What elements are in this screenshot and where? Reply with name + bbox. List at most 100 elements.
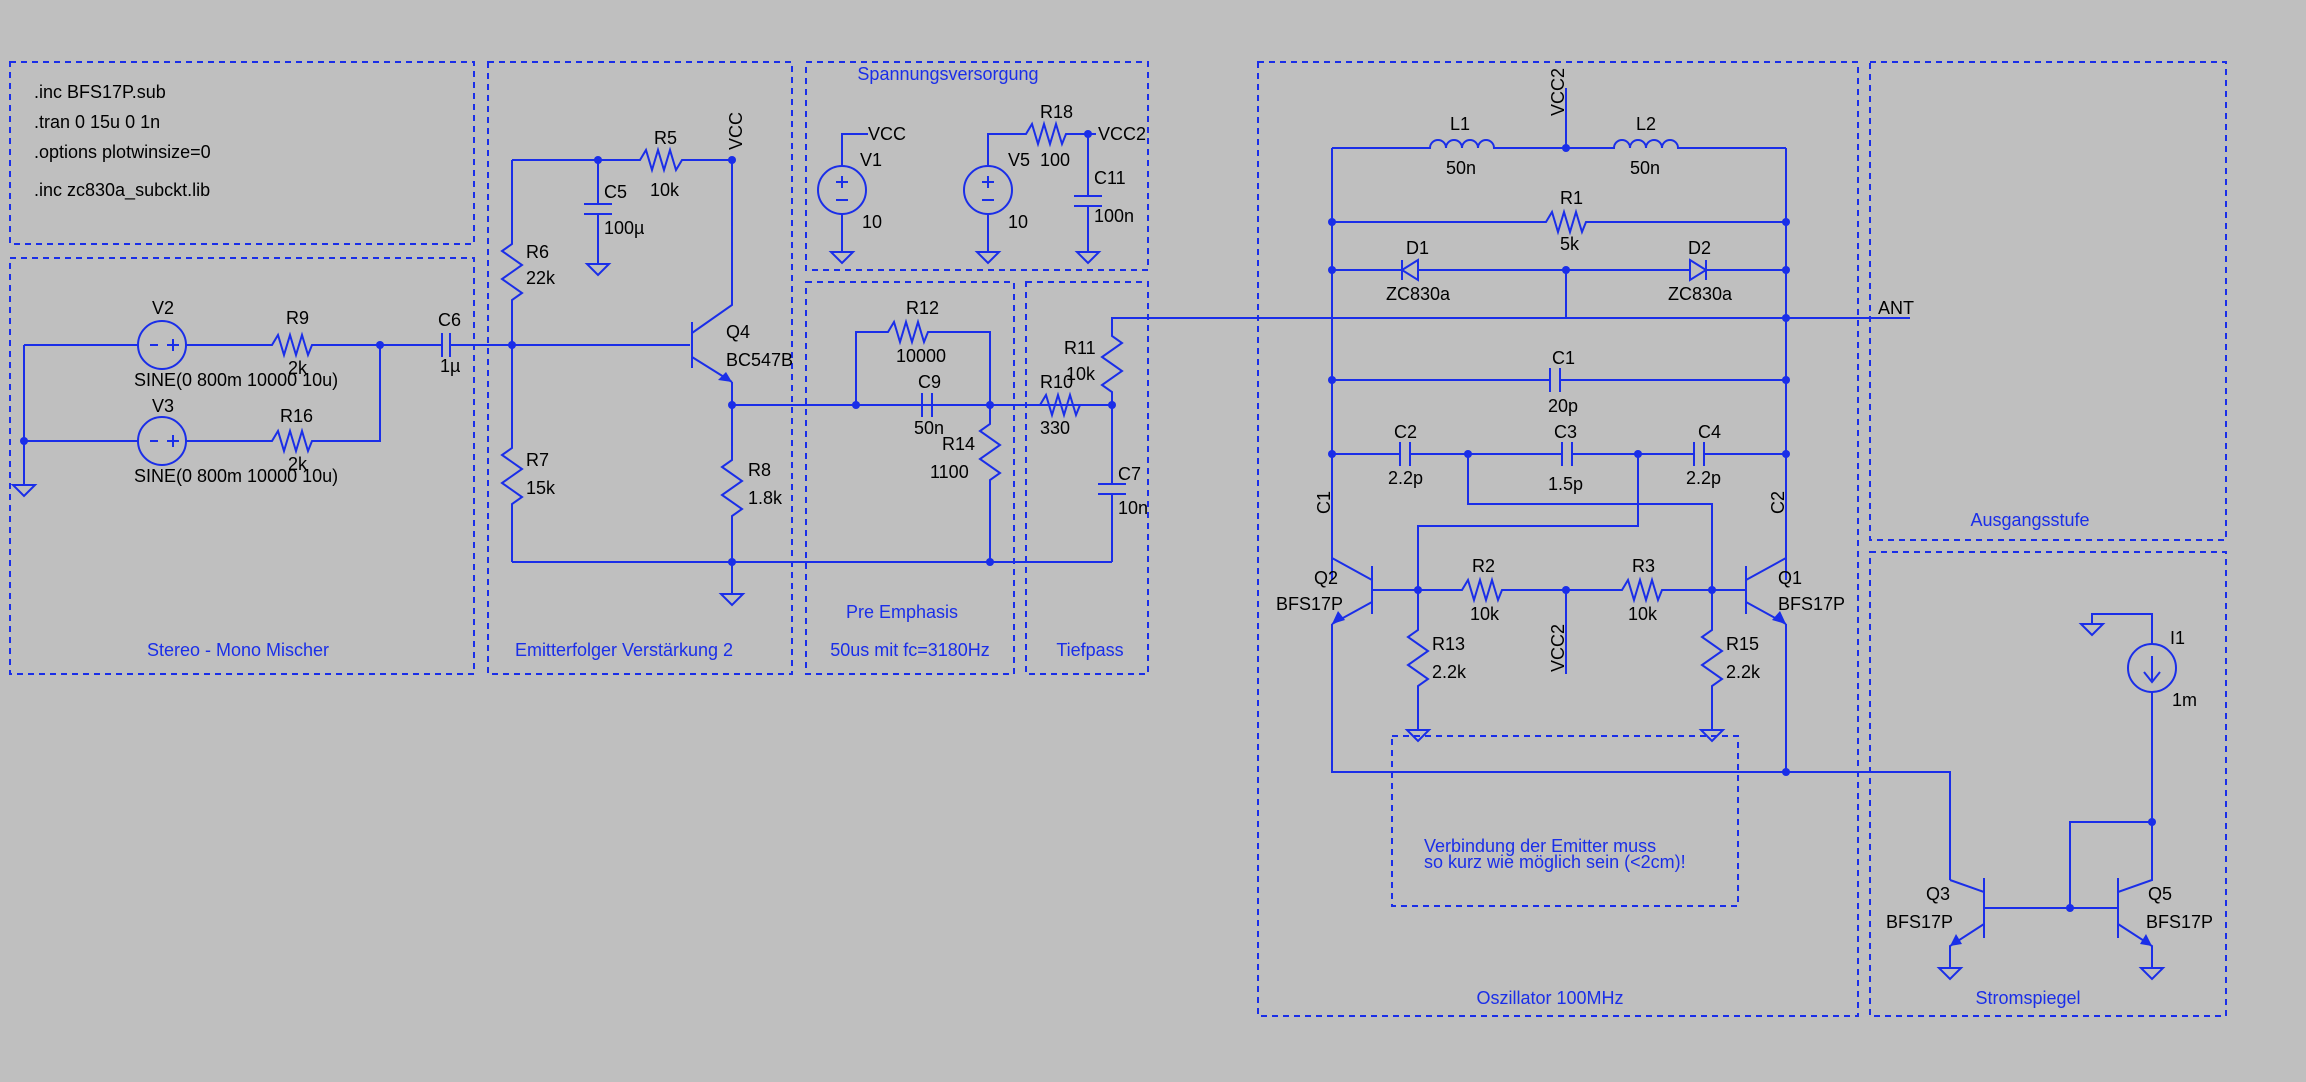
note-text: so kurz wie möglich sein (<2cm)! <box>1424 852 1686 872</box>
oscillator-tank-wires <box>1331 88 1787 590</box>
oscillator-box <box>1257 61 1859 1017</box>
lowpass-wires <box>1098 317 1786 562</box>
R18-name: R18 <box>1040 102 1073 122</box>
section-title-output: Ausgangsstufe <box>1970 510 2089 530</box>
section-title-follower: Emitterfolger Verstärkung 2 <box>515 640 733 660</box>
Q5-value: BFS17P <box>2146 912 2213 932</box>
supply-wires <box>841 120 1102 244</box>
ground-symbol <box>1406 721 1430 742</box>
D2-value: ZC830a <box>1668 284 1733 304</box>
net-label-ant: ANT <box>1878 298 1914 318</box>
V1-name: V1 <box>860 150 882 170</box>
Q1-value: BFS17P <box>1778 594 1845 614</box>
ground-symbol <box>1076 243 1100 264</box>
R8-value: 1.8k <box>748 488 783 508</box>
section-title-supply: Spannungsversorgung <box>857 64 1038 84</box>
V2-value: SINE(0 800m 10000 10u) <box>134 370 338 390</box>
mixer-box <box>9 257 475 675</box>
C6-value: 1µ <box>440 356 460 376</box>
supply-box <box>805 61 1149 271</box>
Q3-name: Q3 <box>1926 884 1950 904</box>
net-label-c2: C2 <box>1768 491 1788 514</box>
ground-symbol <box>586 255 610 276</box>
output-box <box>1869 61 2227 541</box>
Q1-name: Q1 <box>1778 568 1802 588</box>
C7-value: 10n <box>1118 498 1148 518</box>
D1-name: D1 <box>1406 238 1429 258</box>
C3-name: C3 <box>1554 422 1577 442</box>
D1-value: ZC830a <box>1386 284 1451 304</box>
R11-value: 10k <box>1066 364 1096 384</box>
C9-name: C9 <box>918 372 941 392</box>
C11-value: 100n <box>1094 206 1134 226</box>
V3-source <box>137 416 187 466</box>
D2-name: D2 <box>1688 238 1711 258</box>
R11-name: R11 <box>1064 338 1096 358</box>
L1-name: L1 <box>1450 114 1470 134</box>
R10-value: 330 <box>1040 418 1070 438</box>
ground-symbol <box>2140 959 2164 980</box>
R2-value: 10k <box>1470 604 1500 624</box>
R3-value: 10k <box>1628 604 1658 624</box>
mirror-wires <box>1949 613 2153 960</box>
C1-name: C1 <box>1552 348 1575 368</box>
follower-wires <box>500 146 1112 586</box>
C11-name: C11 <box>1094 168 1126 188</box>
V5-value: 10 <box>1008 212 1028 232</box>
C6-name: C6 <box>438 310 461 330</box>
R1-name: R1 <box>1560 188 1583 208</box>
ground-symbol <box>830 243 854 264</box>
net-label-vcc: VCC <box>868 124 906 144</box>
section-title-oscillator: Oszillator 100MHz <box>1476 988 1623 1008</box>
C3-value: 1.5p <box>1548 474 1583 494</box>
C9-value: 50n <box>914 418 944 438</box>
Q5-name: Q5 <box>2148 884 2172 904</box>
R2-name: R2 <box>1472 556 1495 576</box>
R10-name: R10 <box>1040 372 1073 392</box>
C2-name: C2 <box>1394 422 1417 442</box>
preemph-wires <box>855 318 1112 562</box>
C4-value: 2.2p <box>1686 468 1721 488</box>
directive-line: .options plotwinsize=0 <box>34 142 211 162</box>
C4-name: C4 <box>1698 422 1721 442</box>
V5-source <box>963 165 1013 215</box>
V1-value: 10 <box>862 212 882 232</box>
I1-source <box>2127 643 2177 693</box>
I1-name: I1 <box>2170 628 2185 648</box>
V3-value: SINE(0 800m 10000 10u) <box>134 466 338 486</box>
Q2-value: BFS17P <box>1276 594 1343 614</box>
R5-name: R5 <box>654 128 677 148</box>
C7-name: C7 <box>1118 464 1141 484</box>
ground-symbol <box>2080 615 2104 636</box>
R16-value: 2k <box>288 454 308 474</box>
R14-value: 1100 <box>930 462 969 482</box>
Q4-name: Q4 <box>726 322 750 342</box>
net-label-vcc: VCC <box>726 112 746 150</box>
I1-value: 1m <box>2172 690 2197 710</box>
ground-symbol <box>720 585 744 606</box>
R3-name: R3 <box>1632 556 1655 576</box>
net-label-vcc2: VCC2 <box>1548 624 1568 672</box>
L1-value: 50n <box>1446 158 1476 178</box>
ground-symbol <box>976 243 1000 264</box>
directive-line: .inc BFS17P.sub <box>34 82 166 102</box>
net-label-vcc2: VCC2 <box>1098 124 1146 144</box>
net-label-c1: C1 <box>1314 491 1334 514</box>
R8-name: R8 <box>748 460 771 480</box>
directive-line: .tran 0 15u 0 1n <box>34 112 160 132</box>
L2-name: L2 <box>1636 114 1656 134</box>
R13-name: R13 <box>1432 634 1465 654</box>
directives-box <box>9 61 475 245</box>
C5-value: 100µ <box>604 218 644 238</box>
R12-name: R12 <box>906 298 939 318</box>
R15-name: R15 <box>1726 634 1759 654</box>
R18-value: 100 <box>1040 150 1070 170</box>
section-title-lowpass: Tiefpass <box>1056 640 1123 660</box>
ground-symbol <box>1700 721 1724 742</box>
section-subtitle-preemph: 50us mit fc=3180Hz <box>830 640 990 660</box>
directive-line: .inc zc830a_subckt.lib <box>34 180 210 201</box>
R9-name: R9 <box>286 308 309 328</box>
V3-name: V3 <box>152 396 174 416</box>
R6-value: 22k <box>526 268 556 288</box>
